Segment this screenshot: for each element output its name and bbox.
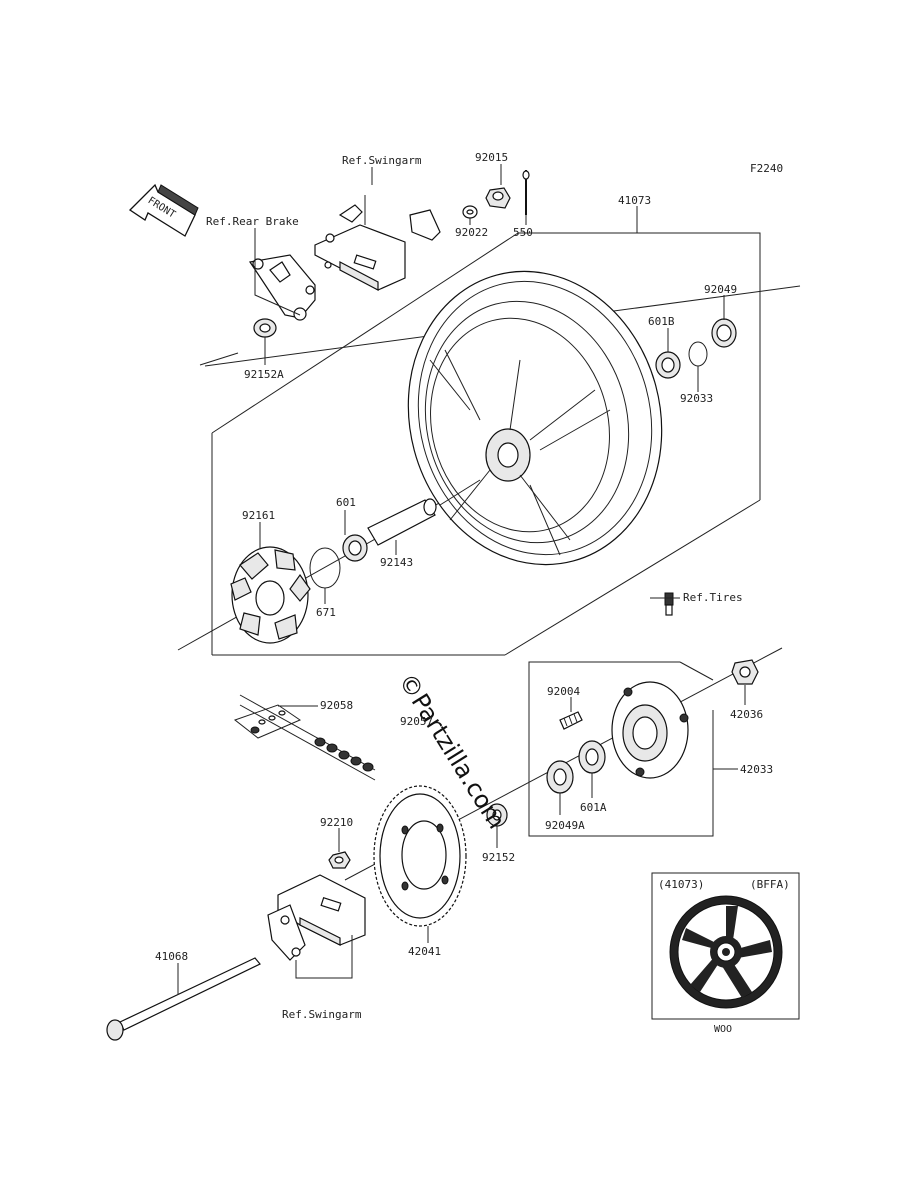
collar-42036	[731, 659, 759, 685]
variant-inset: (41073) (BFFA) WOO	[651, 872, 800, 1035]
part-label-601B: 601B	[648, 315, 675, 328]
part-label-92057: 92057	[400, 715, 433, 728]
rear-sprocket-42041	[373, 785, 467, 927]
bearing-601	[342, 534, 368, 562]
ref-rear-brake-label: Ref.Rear Brake	[206, 215, 299, 228]
spacer-92143	[367, 498, 437, 546]
part-label-601: 601	[336, 496, 356, 509]
nut-92015	[485, 187, 511, 209]
o-ring-671	[309, 547, 341, 589]
part-label-92015: 92015	[475, 151, 508, 164]
part-label-92143: 92143	[380, 556, 413, 569]
cotter-pin-550	[522, 170, 530, 215]
part-label-41068: 41068	[155, 950, 188, 963]
inset-wheel-code-label: WOO	[714, 1024, 732, 1035]
oil-seal-92049	[711, 318, 737, 348]
bearing-601A	[578, 740, 606, 774]
stud-92004	[559, 711, 583, 730]
part-label-42036: 42036	[730, 708, 763, 721]
chain-joint-92058	[233, 704, 302, 739]
diagram-id: F2240	[750, 162, 783, 175]
drive-chain-92057	[239, 694, 376, 781]
washer-92022	[462, 205, 478, 219]
leader-lines	[177, 164, 746, 995]
part-label-92049A: 92049A	[545, 819, 585, 832]
part-label-92049: 92049	[704, 283, 737, 296]
nut-92210	[328, 851, 351, 869]
collar-92152A	[253, 318, 277, 338]
part-label-42041: 42041	[408, 945, 441, 958]
hub-group-outline	[528, 661, 714, 837]
front-direction-arrow: FRONT	[128, 183, 199, 237]
chain-links	[314, 737, 374, 772]
ref-swingarm-top-label: Ref.Swingarm	[342, 154, 422, 167]
sprocket-hub-42033	[611, 681, 689, 779]
inset-wheel-image	[669, 895, 783, 1009]
part-label-92161: 92161	[242, 509, 275, 522]
rear-wheel-41073	[407, 270, 663, 566]
tire-valve	[664, 592, 674, 616]
part-label-92033: 92033	[680, 392, 713, 405]
part-label-92210: 92210	[320, 816, 353, 829]
inset-model-label: (41073)	[658, 878, 704, 891]
rear-axle-41068	[106, 957, 261, 1041]
wheel-group-outline	[211, 232, 761, 656]
part-label-42033: 42033	[740, 763, 773, 776]
swingarm-bracket-top	[314, 204, 441, 291]
rear-brake-bracket	[248, 254, 316, 321]
part-label-550: 550	[513, 226, 533, 239]
part-label-41073: 41073	[618, 194, 651, 207]
part-label-92022: 92022	[455, 226, 488, 239]
ref-swingarm-bottom-label: Ref.Swingarm	[282, 1008, 362, 1021]
part-label-92152A: 92152A	[244, 368, 284, 381]
inset-color-code-label: (BFFA)	[750, 878, 790, 891]
part-label-671: 671	[316, 606, 336, 619]
part-label-92152: 92152	[482, 851, 515, 864]
bearing-601B	[655, 351, 681, 379]
part-label-92004: 92004	[547, 685, 580, 698]
part-label-601A: 601A	[580, 801, 607, 814]
ref-tires-label: Ref.Tires	[683, 591, 743, 604]
circlip-92033	[688, 341, 708, 367]
part-label-92058: 92058	[320, 699, 353, 712]
oil-seal-92049A	[546, 760, 574, 794]
coupling-damper-92161	[230, 546, 311, 644]
swingarm-bracket-bottom	[267, 874, 366, 961]
